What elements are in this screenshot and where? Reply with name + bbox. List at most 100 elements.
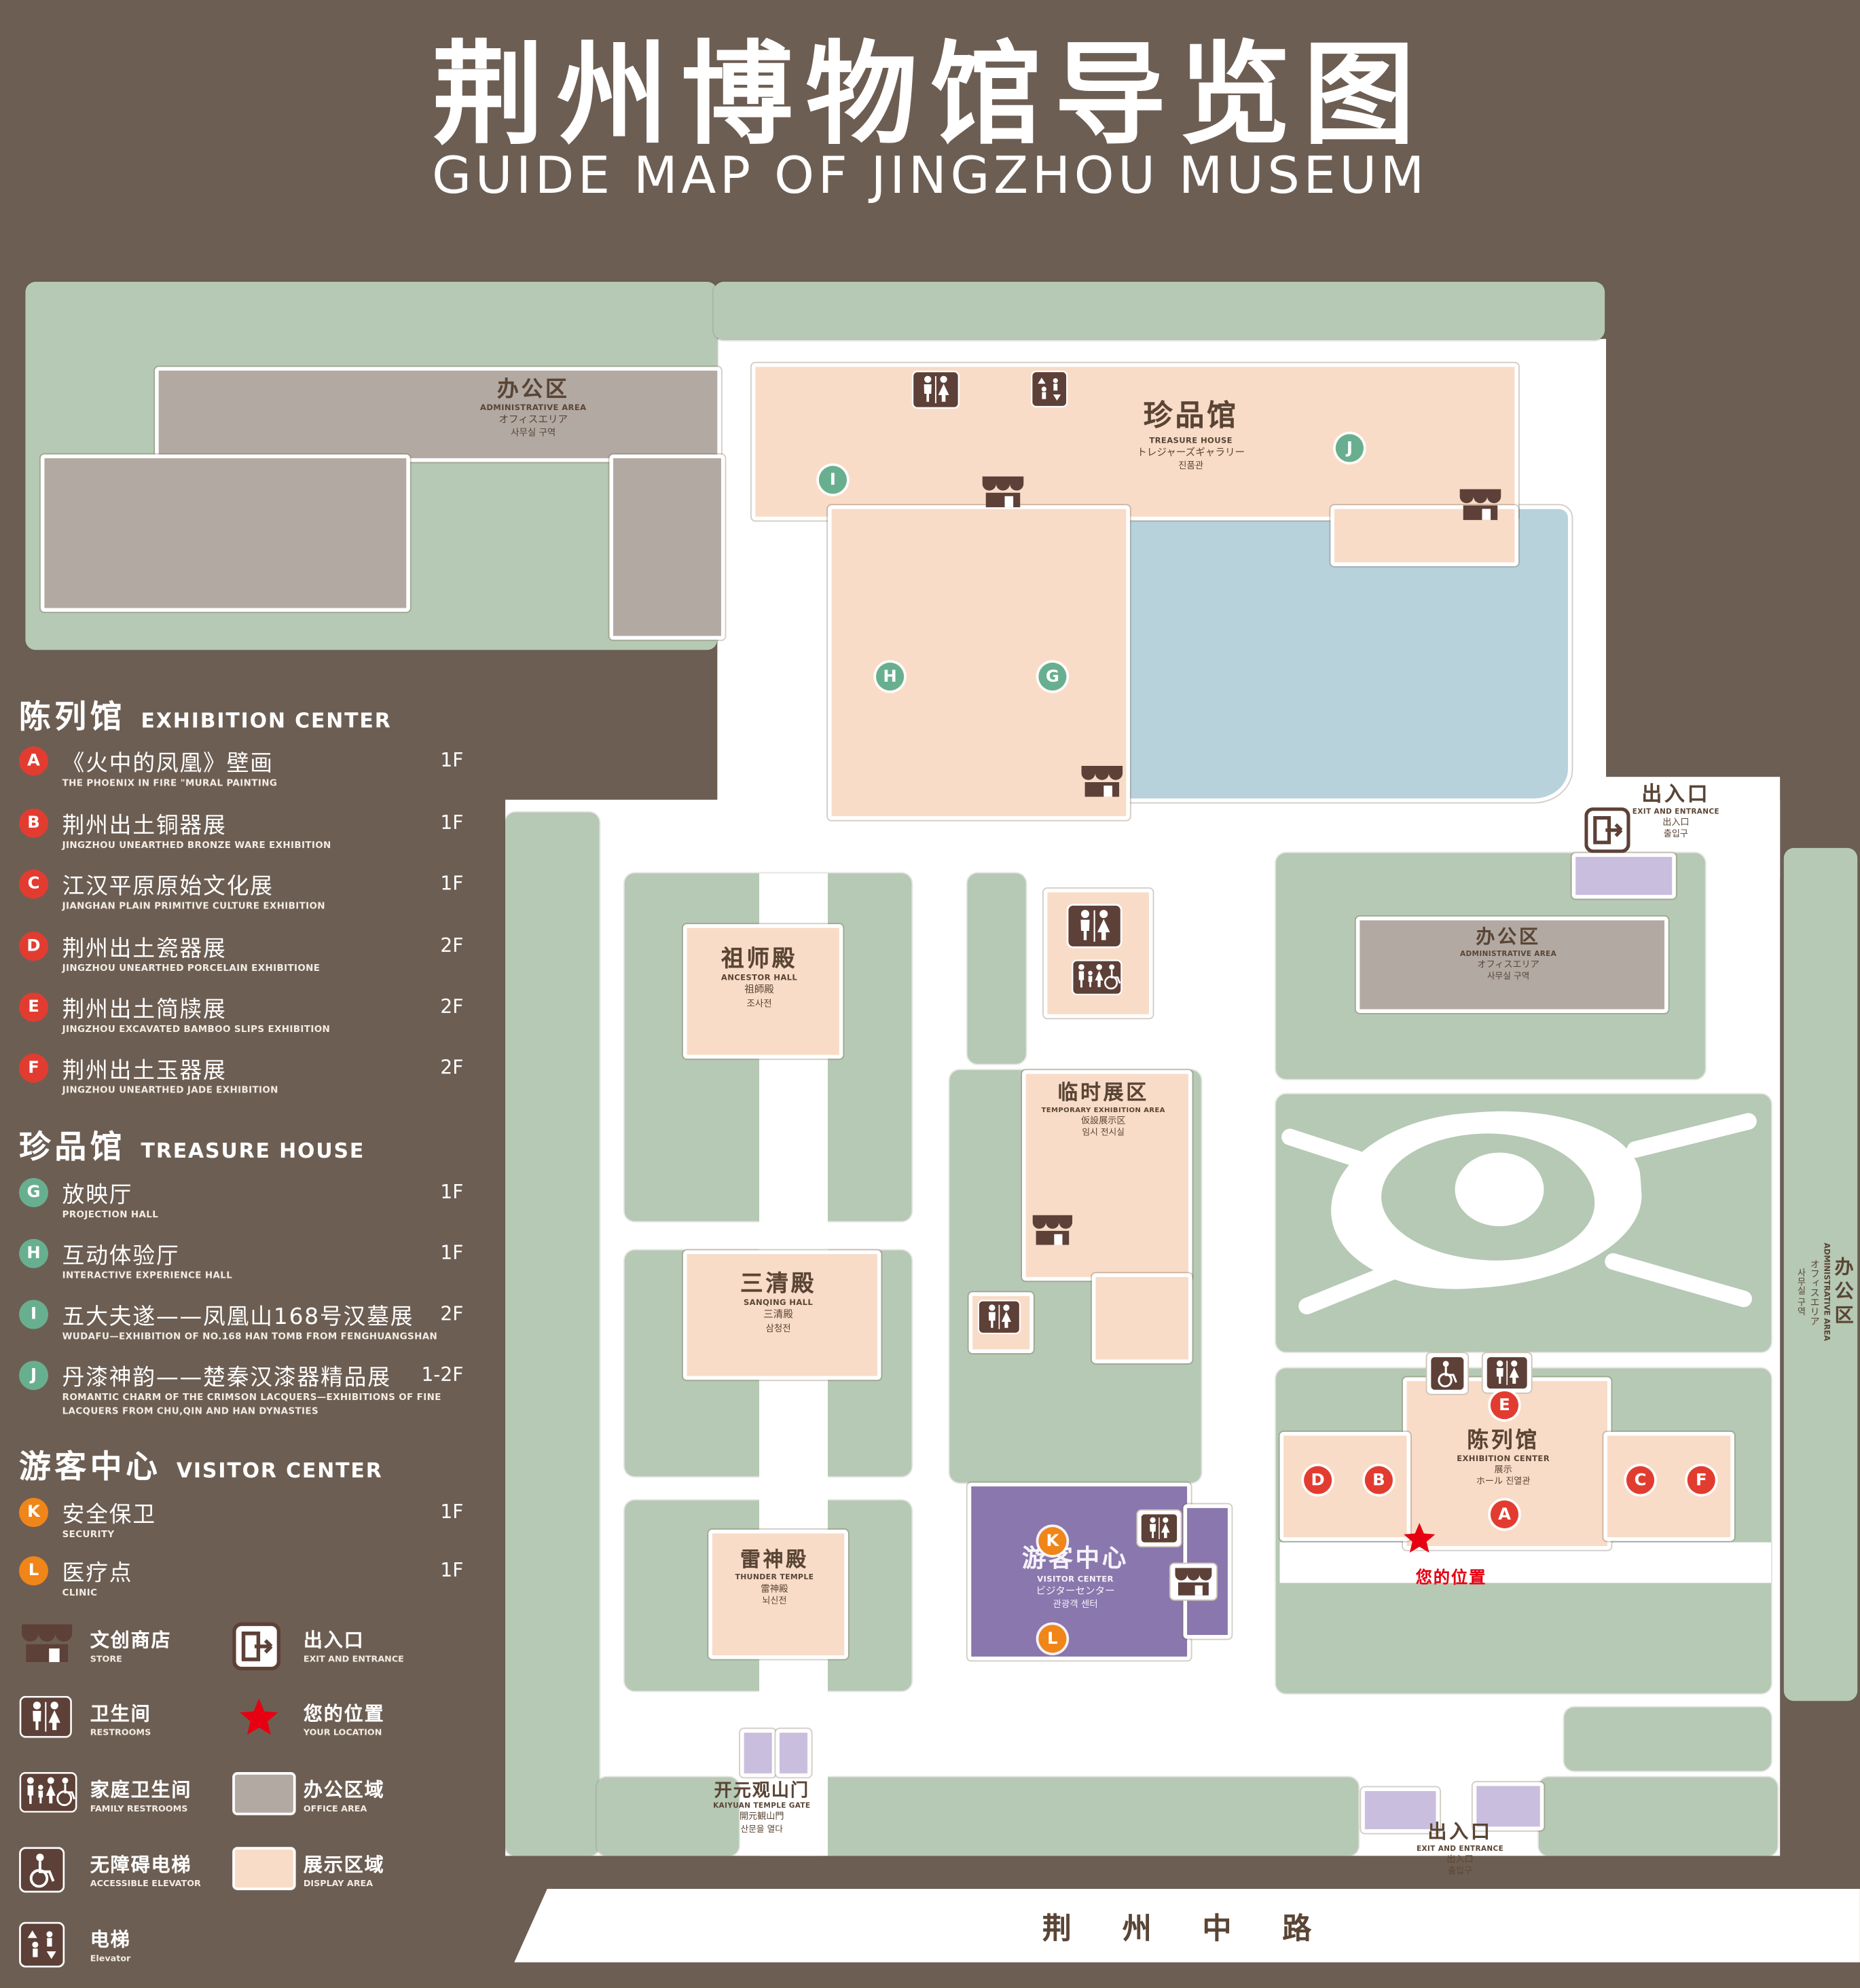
list-item-D: D 荆州出土瓷器展 2F JINGZHOU UNEARTHED PORCELAI… (19, 932, 479, 990)
legend-en: STORE (90, 1654, 122, 1665)
item-zh: 荆州出土玉器展 (62, 1059, 227, 1084)
building-admin-northwest-bar (155, 367, 721, 462)
section-header-exhibition-center: 陈列馆 EXHIBITION CENTER (19, 692, 392, 737)
legend-en: EXIT AND ENTRANCE (303, 1654, 404, 1665)
office-area-swatch (232, 1771, 296, 1816)
building-admin-northwest-block (40, 454, 410, 612)
family-restroom-icon (19, 1772, 77, 1813)
label-en: ADMINISTRATIVE AREA (1460, 950, 1557, 958)
map-marker-F: F (1687, 1466, 1715, 1494)
item-en: INTERACTIVE EXPERIENCE HALL (62, 1269, 233, 1281)
item-en: WUDAFU—EXHIBITION OF NO.168 HAN TOMB FRO… (62, 1330, 438, 1342)
legend-zh: 出入口 (303, 1628, 365, 1652)
label-kr: 임시 전시실 (1082, 1127, 1125, 1137)
legend-zh: 电梯 (90, 1928, 131, 1951)
restrooms-icon (19, 1696, 73, 1738)
label-zh: 雷神殿 (740, 1547, 809, 1572)
store-icon (19, 1622, 75, 1664)
item-zh: 《火中的凤凰》壁画 (62, 751, 274, 777)
green-zone-west-strip (505, 812, 600, 1856)
label-kr: 뇌신전 (762, 1595, 787, 1606)
map-marker-J: J (1335, 434, 1364, 462)
label-en: THUNDER TEMPLE (735, 1573, 814, 1582)
label-en: ADMINISTRATIVE AREA (1821, 1242, 1831, 1342)
visitor-center-label: 游客中心 VISITOR CENTER ビジターセンター 관광객 센터 (980, 1543, 1170, 1610)
building-treasure-house-north (751, 363, 1519, 521)
section-title-en: VISITOR CENTER (176, 1458, 383, 1483)
item-floor: 1F (440, 1500, 464, 1524)
legend-item-family-restrooms: 家庭卫生间 FAMILY RESTROOMS (19, 1772, 232, 1835)
item-floor: 1F (440, 872, 464, 896)
section-title-zh: 珍品馆 (19, 1128, 126, 1166)
item-floor: 2F (440, 1302, 464, 1325)
map-marker-E: E (1490, 1391, 1519, 1420)
marker-A: A (19, 746, 49, 776)
label-en: TEMPORARY EXHIBITION AREA (1041, 1106, 1165, 1115)
section-title-zh: 陈列馆 (19, 698, 126, 735)
temporary-exhibition-label: 临时展区 TEMPORARY EXHIBITION AREA 仮設展示区 임시 … (1025, 1080, 1182, 1139)
building-south-entrance-left (1361, 1787, 1440, 1833)
marker-L: L (19, 1556, 49, 1586)
green-zone-south-1 (596, 1777, 740, 1856)
building-south-entrance-right (1472, 1782, 1544, 1830)
map-marker-K: K (1038, 1527, 1067, 1556)
label-jp: 開元観山門 (740, 1811, 784, 1822)
map-marker-D: D (1304, 1466, 1332, 1494)
display-area-swatch (232, 1847, 296, 1890)
map-marker-L: L (1038, 1625, 1067, 1653)
building-sanqing-hall (682, 1250, 881, 1380)
green-zone-mid-strip (967, 873, 1026, 1064)
legend-item-elevator: 电梯 Elevator (19, 1922, 232, 1985)
exit-bottom-label: 出入口 EXIT AND ENTRANCE 出入口 출입구 (1390, 1820, 1530, 1877)
item-zh: 荆州出土简牍展 (62, 997, 227, 1023)
store-icon (1031, 1213, 1074, 1247)
marker-J: J (19, 1361, 49, 1391)
map-marker-B: B (1364, 1466, 1393, 1494)
list-item-F: F 荆州出土玉器展 2F JINGZHOU UNEARTHED JADE EXH… (19, 1053, 479, 1112)
item-en: SECURITY (62, 1528, 115, 1540)
exhibition-center-label: 陈列馆 EXHIBITION CENTER 展示 ホール 진열관 (1406, 1426, 1601, 1488)
label-en: EXIT AND ENTRANCE (1632, 808, 1719, 816)
item-zh: 江汉平原原始文化展 (62, 875, 274, 900)
restrooms-icon (1137, 1510, 1181, 1547)
ancestor-hall-label: 祖师殿 ANCESTOR HALL 祖師殿 조사전 (686, 944, 833, 1009)
road-name: 荆 州 中 路 (1042, 1913, 1332, 1947)
label-zh: 办公区 (496, 377, 570, 403)
item-zh: 安全保卫 (62, 1503, 156, 1528)
legend-item-display-area: 展示区域 DISPLAY AREA (232, 1847, 445, 1910)
legend-zh: 家庭卫生间 (90, 1778, 192, 1801)
building-temporary-exhibition-south (1091, 1273, 1192, 1363)
list-item-G: G 放映厅 1F PROJECTION HALL (19, 1177, 479, 1236)
item-floor: 2F (440, 995, 464, 1018)
item-floor: 2F (440, 934, 464, 957)
label-zh: 出入口 (1427, 1820, 1493, 1843)
item-en: JINGZHOU EXCAVATED BAMBOO SLIPS EXHIBITI… (62, 1023, 331, 1035)
building-thunder-temple (708, 1529, 848, 1659)
marker-E: E (19, 993, 49, 1023)
building-temporary-exhibition (1022, 1070, 1192, 1281)
item-floor: 1F (440, 1241, 464, 1265)
label-jp: 仮設展示区 (1080, 1116, 1126, 1126)
label-jp: 三清殿 (763, 1309, 793, 1321)
admin-east-label: 办公区 ADMINISTRATIVE AREA オフィスエリア 사무실 구역 (1381, 925, 1635, 982)
label-zh: 办公区 (1476, 925, 1541, 949)
store-icon (980, 475, 1025, 509)
marker-D: D (19, 932, 49, 961)
label-kr: 사무실 구역 (511, 426, 556, 439)
building-ancestor-hall (682, 924, 843, 1059)
building-treasure-house-west-wing (827, 505, 1130, 820)
label-kr: 관광객 센터 (1053, 1598, 1098, 1610)
label-jp: ビジターセンター (1036, 1585, 1115, 1597)
garden-pond-small (1455, 1152, 1544, 1227)
building-exhibition-east-wing (1603, 1431, 1734, 1541)
section-title-zh: 游客中心 (19, 1448, 162, 1486)
label-zh: 陈列馆 (1467, 1428, 1539, 1454)
marker-H: H (19, 1238, 49, 1268)
label-jp: 雷神殿 (761, 1583, 788, 1595)
legend-zh: 卫生间 (90, 1702, 151, 1725)
thunder-temple-label: 雷神殿 THUNDER TEMPLE 雷神殿 뇌신전 (711, 1547, 838, 1606)
legend-item-office-area: 办公区域 OFFICE AREA (232, 1771, 445, 1835)
legend-zh: 您的位置 (303, 1702, 385, 1725)
list-item-B: B 荆州出土铜器展 1F JINGZHOU UNEARTHED BRONZE W… (19, 808, 479, 867)
label-en: ANCESTOR HALL (721, 974, 798, 983)
